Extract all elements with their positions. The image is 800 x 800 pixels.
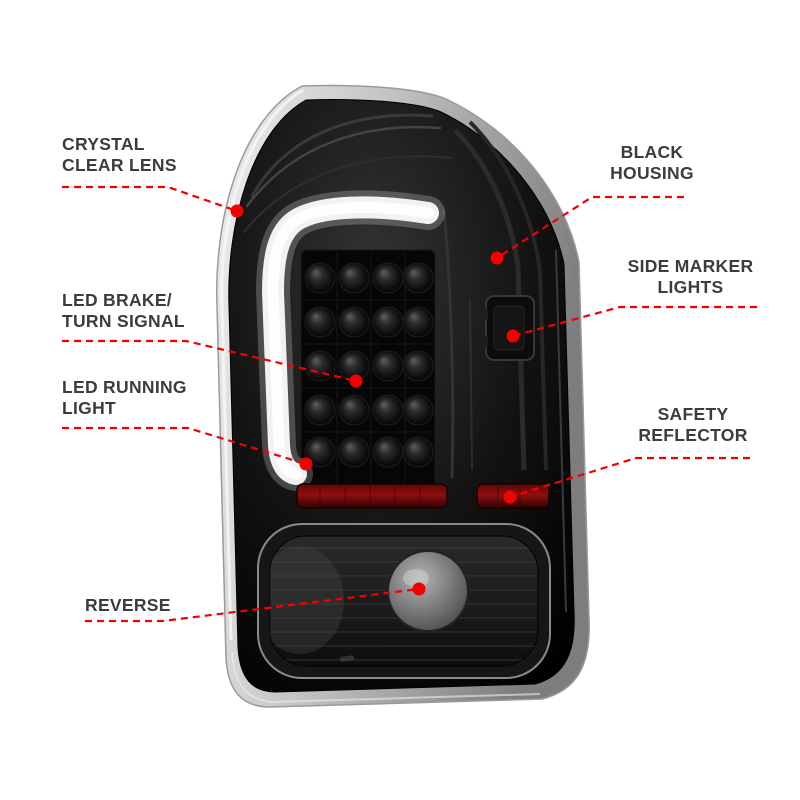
callout-label-line: BLACK	[620, 142, 684, 162]
rim-bottom-highlight	[231, 651, 541, 704]
callout-label-line: TURN SIGNAL	[62, 311, 185, 331]
callout-label-line: LIGHT	[62, 398, 116, 418]
rim-highlight	[220, 88, 304, 641]
callout-reverse: REVERSE	[85, 595, 171, 616]
callout-black-housing: BLACK HOUSING	[592, 142, 712, 184]
callout-label-line: SIDE MARKER	[627, 256, 754, 276]
safety-reflector-strips	[296, 483, 550, 509]
callout-side-marker-lights: SIDE MARKER LIGHTS	[618, 256, 763, 298]
callout-label-line: CLEAR LENS	[62, 155, 177, 175]
callout-label-line: REVERSE	[85, 595, 171, 615]
callout-label-line: LED BRAKE/	[62, 290, 172, 310]
reverse-lens	[257, 523, 551, 679]
callout-led-running-light: LED RUNNING LIGHT	[62, 377, 187, 419]
led-grid	[300, 249, 436, 495]
callout-label-line: CRYSTAL	[62, 134, 145, 154]
callout-safety-reflector: SAFETY REFLECTOR	[632, 404, 754, 446]
callout-label-line: REFLECTOR	[638, 425, 748, 445]
top-lens-ridges	[243, 113, 453, 233]
callout-label-line: LIGHTS	[657, 277, 724, 297]
callout-led-brake-turn-signal: LED BRAKE/ TURN SIGNAL	[62, 290, 185, 332]
reverse-bulb	[387, 550, 469, 632]
callout-crystal-clear-lens: CRYSTAL CLEAR LENS	[62, 134, 177, 176]
callout-label-line: HOUSING	[610, 163, 694, 183]
callout-label-line: SAFETY	[657, 404, 729, 424]
callout-label-line: LED RUNNING	[62, 377, 187, 397]
side-marker-lamp	[481, 295, 535, 361]
